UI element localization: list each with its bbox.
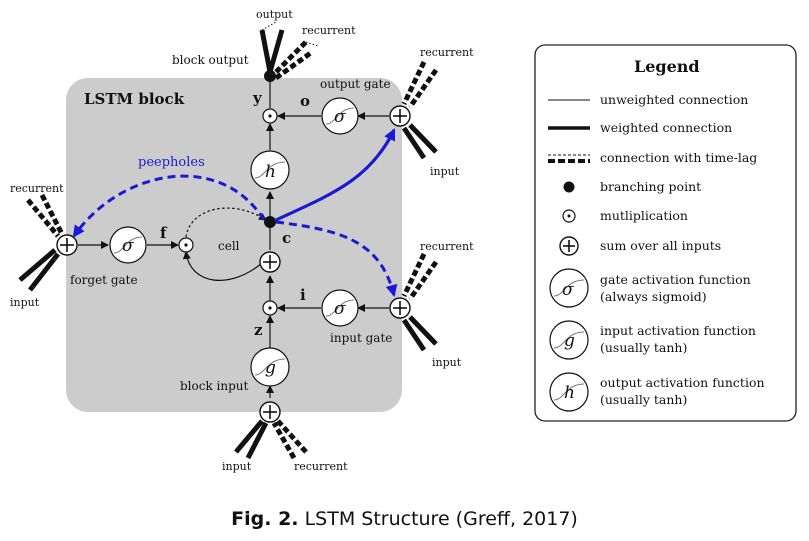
var-z: z (254, 321, 263, 339)
cell-branch-point (264, 216, 276, 228)
svg-text:h: h (265, 162, 276, 182)
legend-label-weighted: weighted connection (600, 120, 732, 135)
svg-text:σ: σ (122, 236, 134, 256)
forget-recurrent-label: recurrent (10, 182, 64, 195)
svg-text:σ: σ (562, 280, 574, 300)
output-recurrent-label: recurrent (302, 24, 356, 37)
var-o: o (300, 92, 310, 110)
cell-label: cell (218, 239, 240, 253)
output-gate-label: output gate (320, 77, 391, 91)
input-gate-sum-node (389, 297, 411, 319)
forget-gate-label: forget gate (70, 273, 138, 287)
output-gate-input-label: input (430, 165, 460, 178)
forget-input-label: input (10, 296, 40, 309)
cell-sum-node (259, 251, 281, 273)
block-input-input-label: input (222, 460, 252, 473)
legend-filled-dot-icon (563, 181, 575, 193)
figure-number: Fig. 2. (231, 508, 299, 530)
output-gate-recurrent-label: recurrent (420, 46, 474, 59)
input-g-activation: g (250, 347, 290, 387)
block-input-recurrent-label: recurrent (294, 460, 348, 473)
svg-text:σ: σ (334, 107, 346, 127)
weighted-external-inputs (18, 29, 438, 460)
legend-h-icon: h (549, 372, 589, 412)
recurrent-time-lag-inputs (26, 40, 439, 460)
forget-multiplication-node (178, 237, 194, 253)
peephole-connections (72, 128, 398, 297)
input-gate-sigma-activation: σ (321, 289, 359, 327)
forget-gate-sigma-activation: σ (109, 226, 147, 264)
legend-circled-plus-icon (559, 236, 579, 256)
gate-connections (78, 112, 389, 312)
legend-label-sum: sum over all inputs (600, 238, 721, 253)
output-multiplication-node (262, 108, 278, 124)
forget-gate-sum-node (56, 234, 78, 256)
block-input-sum-node (259, 401, 281, 423)
output-label: output (256, 8, 293, 21)
output-gate-sum-node (389, 105, 411, 127)
legend-panel: Legend σ g h (534, 44, 797, 422)
legend-label-gate-activation: gate activation function (600, 272, 751, 287)
lstm-block-background (66, 78, 402, 412)
legend-dashed-line-icon (548, 154, 590, 163)
legend-g-icon: g (549, 320, 589, 360)
block-output-branch-point (264, 70, 276, 82)
svg-text:g: g (265, 358, 276, 378)
input-gate-recurrent-label: recurrent (420, 240, 474, 253)
legend-title: Legend (634, 57, 700, 76)
svg-text:σ: σ (334, 299, 346, 319)
var-c: c (282, 229, 291, 247)
legend-label-input-activation: input activation function (600, 323, 756, 338)
block-output-label: block output (172, 53, 249, 67)
output-dotted-markers (261, 21, 319, 47)
input-multiplication-node (262, 300, 278, 316)
svg-text:h: h (564, 383, 575, 403)
peepholes-label: peepholes (138, 155, 205, 170)
legend-label-multiplication: mutliplication (600, 208, 688, 223)
input-gate-input-label: input (432, 356, 462, 369)
legend-label-output-activation: output activation function (600, 375, 765, 390)
lstm-block-title: LSTM block (84, 90, 185, 108)
legend-label-output-activation-note: (usually tanh) (600, 392, 687, 407)
figure-caption: Fig. 2. LSTM Structure (Greff, 2017) (0, 508, 809, 530)
legend-circled-dot-icon (562, 209, 576, 223)
legend-label-unweighted: unweighted connection (600, 92, 748, 107)
var-f: f (160, 224, 168, 242)
legend-label-input-activation-note: (usually tanh) (600, 340, 687, 355)
legend-label-time-lag: connection with time-lag (600, 150, 757, 165)
legend-label-branching: branching point (600, 179, 701, 194)
legend-sigma-icon: σ (549, 268, 589, 308)
figure-caption-text: LSTM Structure (Greff, 2017) (298, 508, 578, 530)
output-h-activation: h (250, 150, 290, 190)
var-i: i (300, 286, 306, 304)
block-input-label: block input (180, 379, 249, 393)
var-y: y (252, 89, 263, 107)
output-gate-sigma-activation: σ (321, 97, 359, 135)
svg-text:g: g (564, 331, 575, 351)
input-gate-label: input gate (330, 331, 392, 345)
legend-label-gate-activation-note: (always sigmoid) (600, 289, 707, 304)
